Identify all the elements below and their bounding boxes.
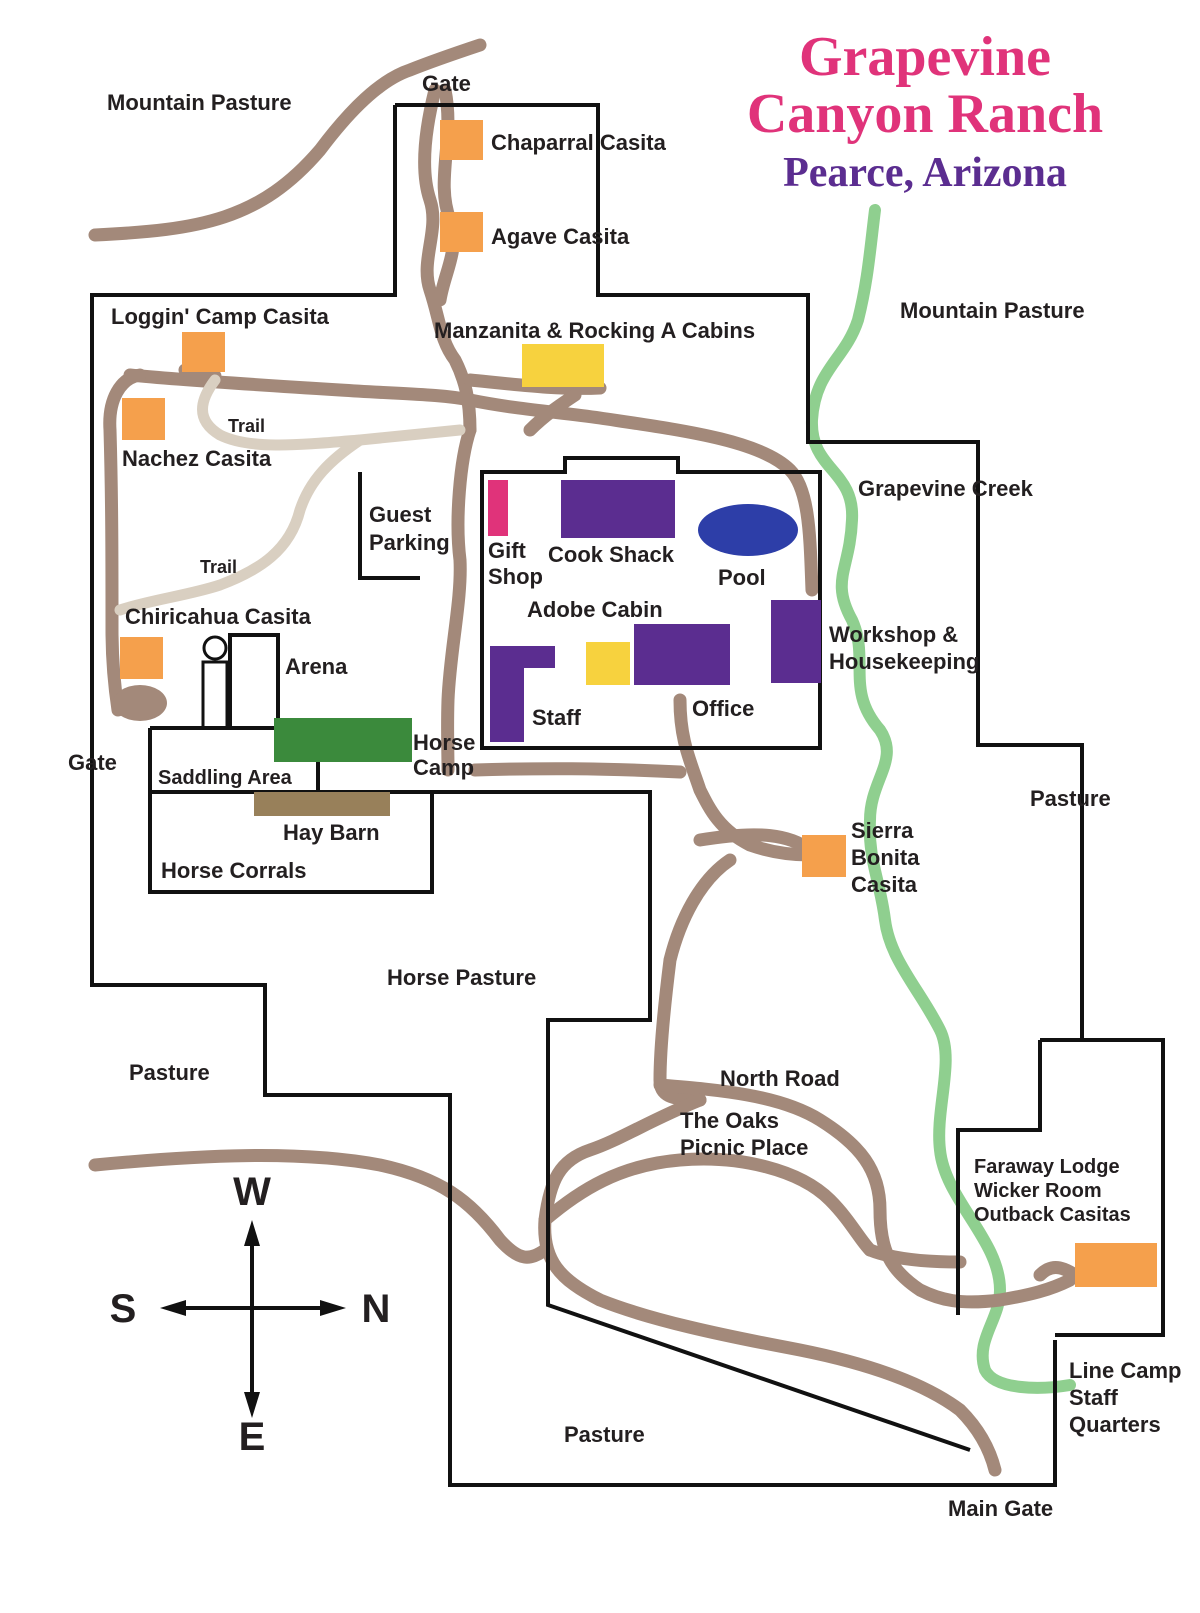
label-pool: Pool [718,565,766,590]
label-cook-shack: Cook Shack [548,542,675,567]
label-faraway-2: Wicker Room [974,1180,1102,1202]
sierra-bonita-casita-marker [802,835,846,877]
label-gate-left: Gate [68,750,117,775]
compass-south: S [110,1287,137,1331]
label-the-oaks-2: Picnic Place [680,1135,808,1160]
adobe-cabin-marker [586,642,630,685]
compass-north: N [362,1287,391,1331]
chiricahua-casita-marker [120,637,163,679]
compass-rose: W S N E [110,1170,391,1459]
workshop-marker [771,600,821,683]
label-arena: Arena [285,654,348,679]
staff-marker [490,646,555,742]
label-manzanita-cabins: Manzanita & Rocking A Cabins [434,318,755,343]
label-gate-top: Gate [422,71,471,96]
chaparral-casita-marker [440,120,483,160]
line-camp-marker [1075,1243,1157,1287]
trails [114,374,466,616]
map-subtitle: Pearce, Arizona [783,150,1067,196]
label-gift-shop-2: Shop [488,564,543,589]
label-pasture-left: Pasture [129,1060,210,1085]
label-agave-casita: Agave Casita [491,224,630,249]
fences [90,103,1165,1487]
label-pasture-right: Pasture [1030,786,1111,811]
label-faraway-3: Outback Casitas [974,1204,1131,1226]
label-main-gate: Main Gate [948,1496,1053,1521]
label-mountain-pasture-left: Mountain Pasture [107,90,292,115]
compass-east: E [239,1415,266,1459]
pool-marker [698,504,798,556]
label-chaparral-casita: Chaparral Casita [491,130,667,155]
label-sierra-bonita-2: Bonita [851,845,920,870]
compass-west: W [233,1170,271,1214]
label-sierra-bonita-1: Sierra [851,818,914,843]
label-office: Office [692,696,754,721]
label-chiricahua-casita: Chiricahua Casita [125,604,312,629]
cook-shack-marker [561,480,675,538]
label-line-camp-3: Quarters [1069,1412,1161,1437]
label-staff: Staff [532,705,582,730]
map-title-line1: Grapevine [799,26,1051,88]
label-north-road: North Road [720,1066,840,1091]
loggin-camp-casita-marker [182,332,225,372]
hay-barn-marker [254,792,390,816]
map-labels: Mountain Pasture Gate Chaparral Casita A… [68,71,1181,1521]
office-marker [634,624,730,685]
label-hay-barn: Hay Barn [283,820,380,845]
label-faraway-1: Faraway Lodge [974,1156,1120,1178]
arena-green-marker [274,718,412,762]
roads [88,38,1082,1477]
map-title-line2: Canyon Ranch [747,83,1103,145]
label-workshop-1: Workshop & [829,622,958,647]
label-line-camp-1: Line Camp [1069,1358,1181,1383]
label-guest-parking-2: Parking [369,530,450,555]
label-saddling-area: Saddling Area [158,767,293,789]
label-horse-camp-1: Horse [413,730,475,755]
label-horse-corrals: Horse Corrals [161,858,307,883]
label-adobe-cabin: Adobe Cabin [527,597,663,622]
label-gift-shop-1: Gift [488,538,527,563]
label-pasture-bottom: Pasture [564,1422,645,1447]
gift-shop-marker [488,480,508,536]
nachez-casita-marker [122,398,165,440]
label-workshop-2: Housekeeping [829,649,979,674]
label-loggin-camp-casita: Loggin' Camp Casita [111,304,330,329]
label-horse-camp-2: Camp [413,755,474,780]
label-the-oaks-1: The Oaks [680,1108,779,1133]
label-sierra-bonita-3: Casita [851,872,918,897]
label-guest-parking-1: Guest [369,502,432,527]
label-mountain-pasture-right: Mountain Pasture [900,298,1085,323]
label-nachez-casita: Nachez Casita [122,446,272,471]
grapevine-creek [805,204,1076,1394]
label-trail-upper: Trail [228,416,265,436]
label-horse-pasture: Horse Pasture [387,965,536,990]
agave-casita-marker [440,212,483,252]
buildings [113,120,1157,1287]
manzanita-cabins-marker [522,344,604,387]
turnaround-marker [113,685,167,721]
label-trail-lower: Trail [200,557,237,577]
label-line-camp-2: Staff [1069,1385,1119,1410]
label-grapevine-creek: Grapevine Creek [858,476,1034,501]
